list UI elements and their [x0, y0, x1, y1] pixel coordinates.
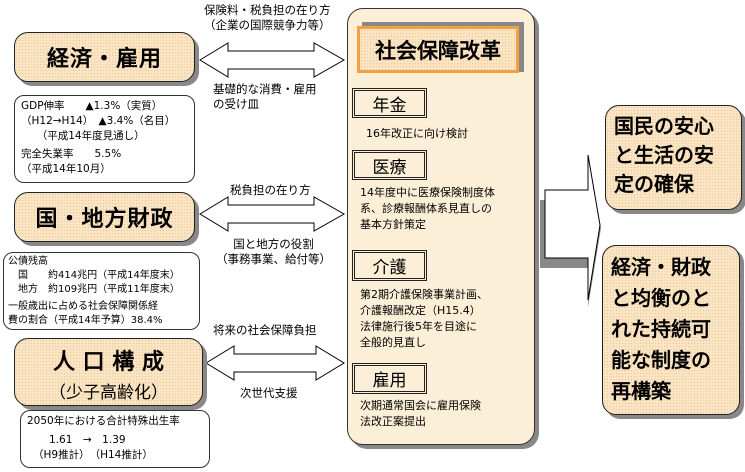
arrow-label-economy-top: 保険料・税負担の在り方（企業の国際競争力等）: [204, 3, 331, 33]
double-arrow-finance: [199, 196, 346, 232]
population-info: 2050年における合計特殊出生率 1.61 → 1.39 （H9推計） （H14…: [20, 410, 210, 468]
arrow-label-population-bottom: 次世代支援: [240, 386, 298, 400]
info-line: GDP伸率 ▲1.3%（実質）: [21, 100, 163, 112]
pension-text: 16年改正に向け検討: [366, 126, 468, 142]
category-label: 医療: [372, 157, 407, 178]
result-line: 国民の安心: [614, 114, 714, 138]
info-line: 完全失業率 5.5%: [21, 148, 122, 160]
label-line: 基礎的な消費・雇用: [213, 82, 317, 96]
text-line: 第2期介護保険事業計画、: [360, 288, 488, 301]
text-line: 基本方針策定: [360, 218, 426, 231]
info-line: （平成14年10月）: [21, 163, 111, 175]
info-line: （H12→H14） ▲3.4%（名目）: [21, 115, 176, 127]
double-arrow-population: [205, 345, 345, 381]
employment-text: 次期通常国会に雇用保険法改正案提出: [360, 398, 481, 430]
reform-title: 社会保障改革: [375, 38, 501, 63]
population-box: 人 口 構 成 （少子高齢化）: [14, 338, 203, 406]
category-label: 雇用: [372, 371, 407, 391]
category-care: 介護: [352, 250, 427, 281]
arrow-label-population-top: 将来の社会保障負担: [213, 323, 317, 337]
economy-box: 経済・雇用: [14, 32, 195, 82]
text-line: 介護報酬改定（H15.4）: [360, 304, 481, 317]
label-line: の受け皿: [213, 97, 259, 111]
text-line: 全般的見直し: [360, 336, 426, 349]
result-line: と生活の安: [614, 143, 714, 167]
category-label: 介護: [372, 258, 407, 278]
info-line: 1.61 → 1.39: [49, 434, 126, 446]
info-line: 費の割合（平成14年予算）38.4%: [8, 315, 163, 326]
result-box-sustainability: 経済・財政 と均衡のと れた持続可 能な制度の 再構築: [602, 245, 740, 415]
info-line: （H9推計） （H14推計）: [33, 449, 153, 461]
care-text: 第2期介護保険事業計画、介護報酬改定（H15.4） 法律施行後5年を目途に全般的見…: [360, 287, 488, 351]
result-line: 再構築: [611, 379, 671, 403]
economy-info: GDP伸率 ▲1.3%（実質） （H12→H14） ▲3.4%（名目） （平成1…: [14, 95, 195, 183]
finance-box: 国・地方財政: [14, 192, 195, 242]
result-box-security: 国民の安心 と生活の安 定の確保: [605, 105, 742, 210]
arrow-label-finance-top: 税負担の在り方: [230, 183, 311, 197]
finance-title: 国・地方財政: [35, 207, 174, 232]
big-right-arrow: [544, 154, 601, 301]
label-line: （事務事業、給付等）: [216, 252, 331, 266]
text-line: 法律施行後5年を目途に: [360, 320, 477, 333]
arrow-label-economy-bottom: 基礎的な消費・雇用の受け皿: [213, 82, 317, 112]
category-pension: 年金: [352, 88, 427, 118]
info-line: 地方 約109兆円（平成11年度末）: [8, 284, 180, 295]
population-subtitle: （少子高齢化）: [49, 383, 168, 403]
result-line: 能な制度の: [611, 348, 711, 372]
text-line: 系、診療報酬体系見直しの: [360, 202, 492, 215]
text-line: 14年度中に医療保険制度体: [360, 186, 495, 199]
text-line: 次期通常国会に雇用保険: [360, 399, 481, 412]
info-line: 国 約414兆円（平成14年度末）: [8, 270, 180, 281]
result-line: れた持続可: [611, 317, 711, 341]
info-line: （平成14年度見通し）: [21, 130, 145, 142]
text-line: 法改正案提出: [360, 415, 426, 428]
medical-text: 14年度中に医療保険制度体系、診療報酬体系見直しの基本方針策定: [360, 185, 495, 233]
info-line: 一般歳出に占める社会保障関係経: [8, 301, 158, 312]
finance-info: 公債残高 国 約414兆円（平成14年度末） 地方 約109兆円（平成11年度末…: [3, 252, 200, 330]
label-line: （企業の国際競争力等）: [204, 18, 331, 32]
reform-title-banner: 社会保障改革: [357, 26, 519, 73]
category-medical: 医療: [352, 150, 427, 180]
result-line: 定の確保: [614, 172, 694, 196]
category-employment: 雇用: [352, 363, 427, 394]
population-title: 人 口 構 成: [53, 350, 164, 375]
result-line: と均衡のと: [611, 286, 711, 310]
label-line: 保険料・税負担の在り方: [204, 3, 331, 17]
arrow-label-finance-bottom: 国と地方の役割（事務事業、給付等）: [216, 237, 331, 267]
economy-title: 経済・雇用: [46, 47, 162, 72]
double-arrow-economy: [199, 42, 346, 78]
result-line: 経済・財政: [611, 255, 711, 279]
info-line: 公債残高: [8, 256, 48, 267]
text-line: 16年改正に向け検討: [366, 127, 468, 140]
category-label: 年金: [372, 95, 407, 116]
info-line: 2050年における合計特殊出生率: [27, 415, 180, 427]
label-line: 国と地方の役割: [233, 237, 314, 251]
